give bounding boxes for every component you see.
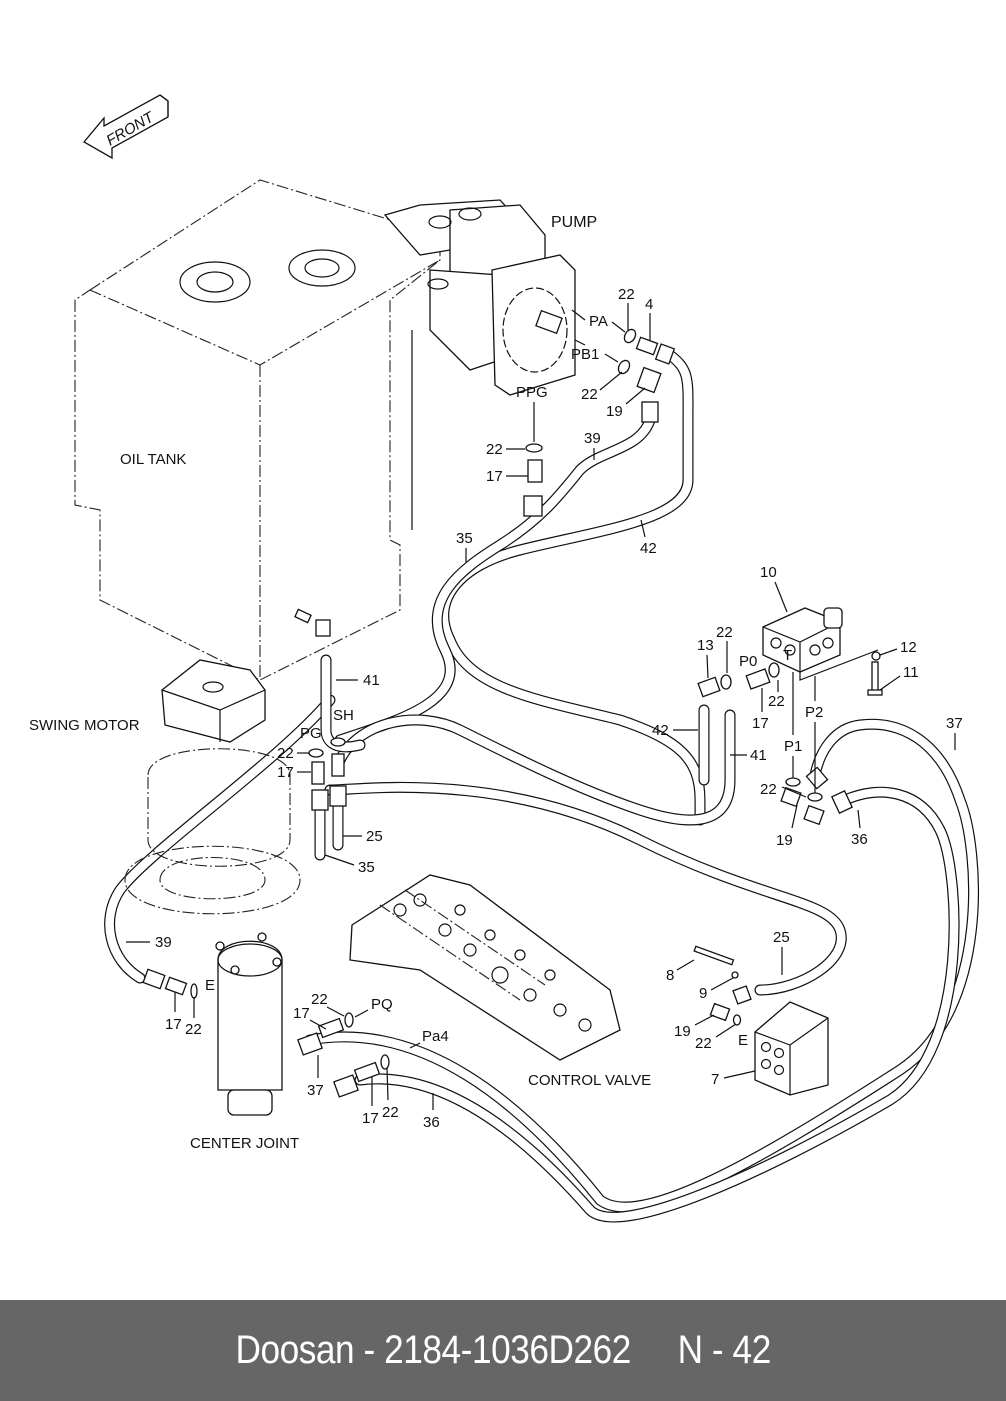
port-t-label: T [783,647,792,664]
swing-motor-label: SWING MOTOR [29,717,140,734]
center-joint-label: CENTER JOINT [190,1135,299,1152]
callout-4: 4 [645,296,653,313]
callout-42: 42 [652,722,669,739]
callout-22: 22 [581,386,598,403]
solenoid-valve-block [697,607,883,698]
callout-19: 19 [674,1023,691,1040]
callout-42: 42 [640,540,657,557]
p1-p2-fittings [780,766,854,826]
port-e-block-label: E [738,1032,748,1049]
callout-17: 17 [165,1016,182,1033]
pump-ports: PA PB1 PPG [516,309,626,442]
callout-11: 11 [903,664,919,681]
callout-36: 36 [851,831,868,848]
callout-41: 41 [750,747,767,764]
callout-22: 22 [768,693,785,710]
callout-12: 12 [900,639,917,656]
callout-22: 22 [185,1021,202,1038]
pump: PUMP [383,199,597,396]
center-joint: CENTER JOINT E [142,932,299,1152]
callout-25: 25 [773,929,790,946]
port-p2-label: P2 [805,704,823,721]
callout-17: 17 [293,1005,310,1022]
port-pb1-label: PB1 [571,346,599,363]
callout-35: 35 [358,859,375,876]
callout-22: 22 [277,745,294,762]
callout-8: 8 [666,967,674,984]
footer-part-caption: Doosan - 2184-1036D262 N - 42 [235,1328,771,1372]
hose-bundle [104,349,980,1223]
callout-9: 9 [699,985,707,1002]
callout-39: 39 [584,430,601,447]
callout-10: 10 [760,564,777,581]
callout-22: 22 [695,1035,712,1052]
pump-label: PUMP [551,214,597,231]
footer-bar: Doosan - 2184-1036D262 N - 42 [0,1300,1006,1401]
port-sh-label: SH [333,707,354,724]
control-valve: CONTROL VALVE PQ Pa4 [297,874,651,1098]
swing-motor: SWING MOTOR PG SH [29,608,354,915]
callout-22: 22 [716,624,733,641]
callout-39: 39 [155,934,172,951]
callout-22: 22 [618,286,635,303]
control-valve-label: CONTROL VALVE [528,1072,651,1089]
callout-37: 37 [946,715,963,732]
oil-tank-label: OIL TANK [120,451,186,468]
callout-36: 36 [423,1114,440,1131]
callout-41: 41 [363,672,380,689]
callout-25: 25 [366,828,383,845]
callout-17: 17 [362,1110,379,1127]
port-pa-label: PA [589,313,608,330]
callout-37: 37 [307,1082,324,1099]
oil-tank: OIL TANK [74,179,441,681]
valve-ports: P0 T P1 P2 [739,647,823,793]
callout-13: 13 [697,637,714,654]
callout-19: 19 [606,403,623,420]
callout-19: 19 [776,832,793,849]
callout-22: 22 [760,781,777,798]
port-p0-label: P0 [739,653,757,670]
callout-22: 22 [486,441,503,458]
callout-22: 22 [382,1104,399,1121]
callout-22: 22 [311,991,328,1008]
port-p1-label: P1 [784,738,802,755]
terminal-block: E [693,945,829,1096]
port-e-center-label: E [205,977,215,994]
callout-35: 35 [456,530,473,547]
callout-17: 17 [486,468,503,485]
front-arrow-icon: FRONT [83,94,169,160]
port-ppg-label: PPG [516,384,548,401]
callout-17: 17 [277,764,294,781]
port-pq-label: PQ [371,996,393,1013]
port-pg-label: PG [300,725,322,742]
callouts: 22 4 22 19 22 17 39 42 35 10 13 22 12 11… [126,286,963,1131]
hydraulic-piping-diagram: FRONT OIL TANK PUMP PA PB1 PPG [29,94,980,1223]
callout-17: 17 [752,715,769,732]
callout-7: 7 [711,1071,719,1088]
port-pa4-label: Pa4 [422,1028,449,1045]
pump-fittings [523,328,676,517]
